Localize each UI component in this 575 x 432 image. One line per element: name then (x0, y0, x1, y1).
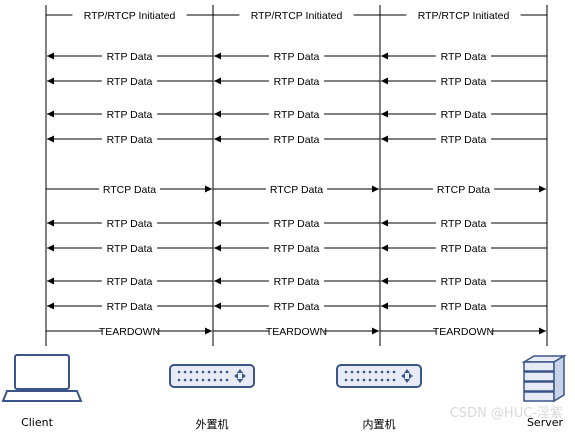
message-label: RTP Data (107, 301, 153, 313)
message-arrow: TEARDOWN (213, 326, 379, 338)
node-label-client: Client (21, 416, 53, 429)
message-arrow: TEARDOWN (380, 326, 546, 338)
message-label: RTP Data (441, 134, 487, 146)
message-arrow: RTP Data (381, 276, 547, 288)
message-label: RTP Data (274, 51, 320, 63)
message-arrow: RTP Data (214, 134, 380, 146)
message-label: RTCP Data (270, 184, 323, 196)
node-label-ext: 外置机 (195, 418, 229, 431)
message-label: RTP Data (274, 243, 320, 255)
message-label: RTCP Data (437, 184, 490, 196)
message-arrow: RTP Data (214, 218, 380, 230)
message-label: TEARDOWN (266, 326, 327, 338)
message-label: RTP Data (274, 276, 320, 288)
message-label: RTP Data (441, 276, 487, 288)
message-arrow: RTP Data (47, 243, 213, 255)
message-label: RTP Data (107, 243, 153, 255)
message-arrow: RTP/RTCP Initiated (213, 10, 380, 22)
message-label: RTP/RTCP Initiated (251, 10, 343, 22)
message-arrow: RTP Data (47, 218, 213, 230)
message-arrow: RTP Data (381, 109, 547, 121)
message-label: TEARDOWN (433, 326, 494, 338)
message-label: RTP Data (441, 76, 487, 88)
message-arrow: RTP Data (47, 134, 213, 146)
message-label: TEARDOWN (99, 326, 160, 338)
message-arrow: RTP Data (381, 134, 547, 146)
message-arrow: RTP Data (47, 76, 213, 88)
message-arrow: RTP Data (47, 109, 213, 121)
message-label: RTP Data (274, 109, 320, 121)
message-arrow: RTP Data (381, 301, 547, 313)
messages: RTP/RTCP Initiated RTP/RTCP Initiated RTP/… (46, 10, 547, 338)
message-arrow: RTP Data (214, 301, 380, 313)
message-arrow: RTP Data (381, 243, 547, 255)
message-label: RTP Data (107, 134, 153, 146)
message-arrow: RTP Data (381, 76, 547, 88)
message-label: RTCP Data (103, 184, 156, 196)
message-arrow: TEARDOWN (46, 326, 212, 338)
watermark: CSDN @HUC-淫紫 (449, 406, 563, 421)
message-label: RTP Data (107, 51, 153, 63)
message-arrow: RTCP Data (46, 184, 212, 196)
lifelines (45, 5, 548, 346)
router-icon (336, 364, 422, 388)
node-label-int: 内置机 (362, 418, 396, 431)
message-label: RTP Data (441, 301, 487, 313)
message-arrow: RTP/RTCP Initiated (46, 10, 213, 22)
server-icon (521, 354, 567, 403)
message-label: RTP Data (274, 76, 320, 88)
message-arrow: RTCP Data (380, 184, 546, 196)
message-arrow: RTP Data (214, 243, 380, 255)
message-arrow: RTP Data (47, 301, 213, 313)
message-label: RTP Data (274, 134, 320, 146)
message-arrow: RTP Data (381, 51, 547, 63)
message-label: RTP Data (107, 109, 153, 121)
message-arrow: RTP Data (47, 276, 213, 288)
message-arrow: RTP Data (214, 51, 380, 63)
laptop-icon (1, 354, 83, 402)
node-label-server: Server (526, 416, 564, 429)
message-label: RTP Data (107, 218, 153, 230)
message-arrow: RTP/RTCP Initiated (380, 10, 547, 22)
message-arrow: RTP Data (214, 276, 380, 288)
message-label: RTP/RTCP Initiated (84, 10, 176, 22)
message-arrow: RTP Data (214, 109, 380, 121)
router-icon (169, 364, 255, 388)
message-label: RTP Data (107, 276, 153, 288)
message-arrow: RTP Data (381, 218, 547, 230)
message-arrow: RTP Data (214, 76, 380, 88)
message-label: RTP Data (274, 218, 320, 230)
message-label: RTP/RTCP Initiated (418, 10, 510, 22)
message-arrow: RTP Data (47, 51, 213, 63)
message-label: RTP Data (274, 301, 320, 313)
message-label: RTP Data (107, 76, 153, 88)
message-arrow: RTCP Data (213, 184, 379, 196)
message-label: RTP Data (441, 243, 487, 255)
message-label: RTP Data (441, 218, 487, 230)
message-label: RTP Data (441, 51, 487, 63)
message-label: RTP Data (441, 109, 487, 121)
